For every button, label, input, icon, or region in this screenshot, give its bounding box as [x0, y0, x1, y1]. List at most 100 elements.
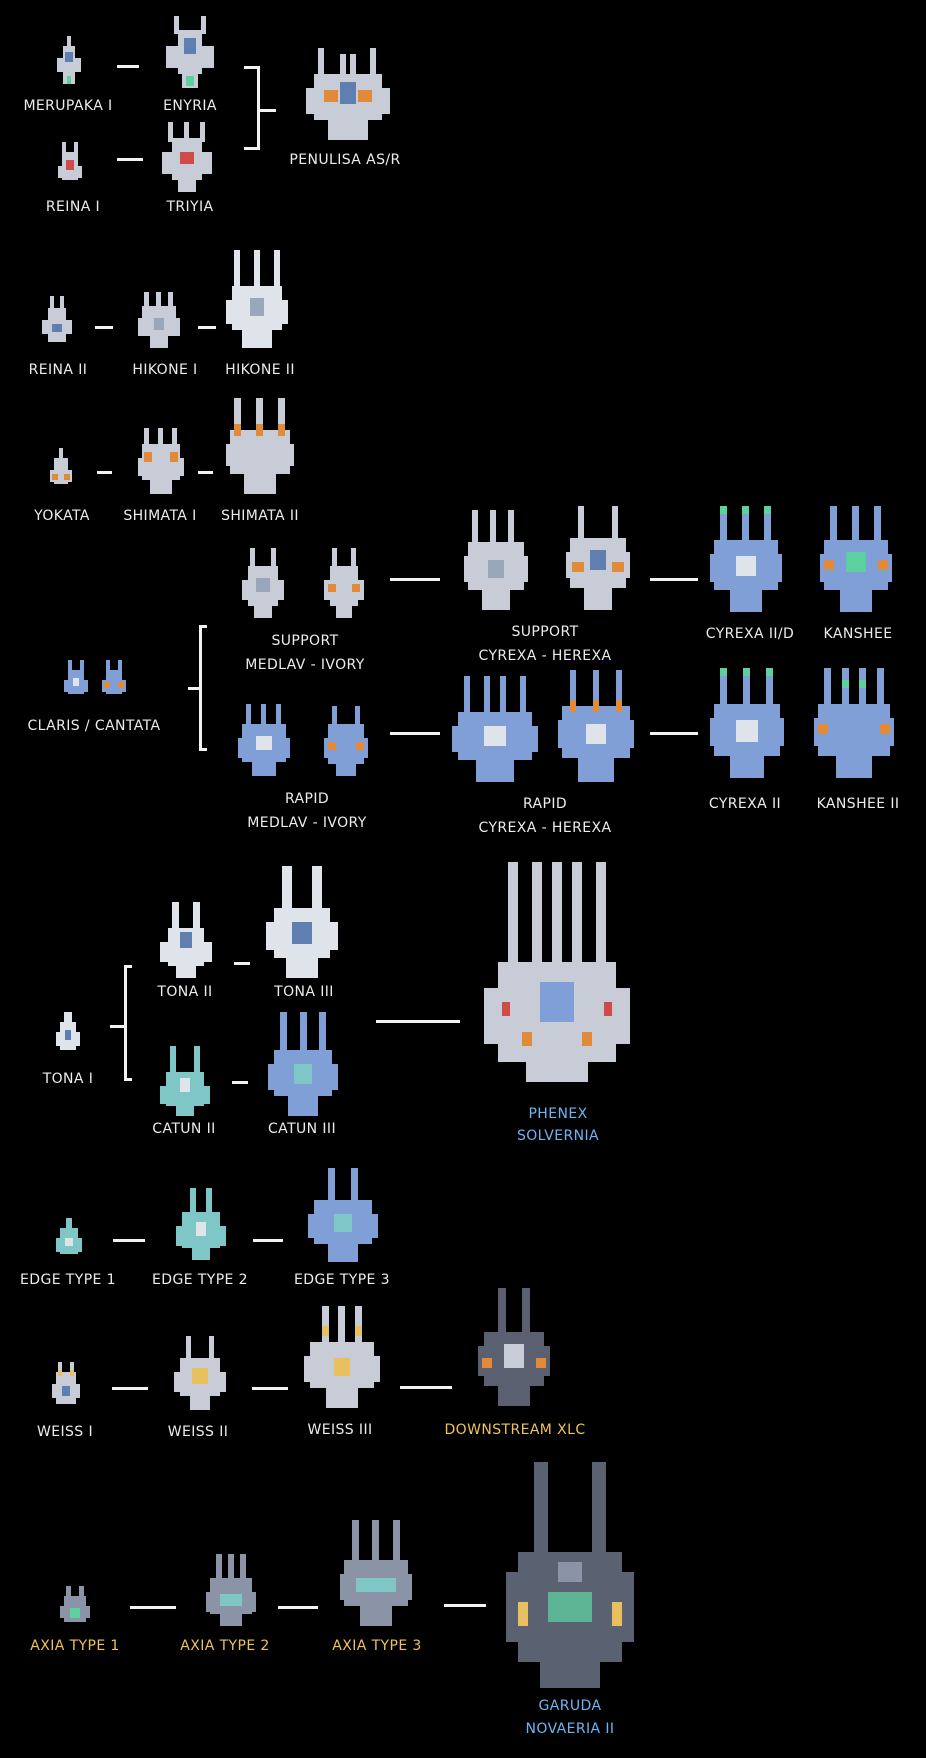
- label-phenex-line2: SOLVERNIA: [516, 1128, 600, 1144]
- label-support-cyrexa-line2: CYREXA - HEREXA: [478, 648, 612, 664]
- connector: [650, 732, 698, 735]
- ship-penulisa-asr: [306, 48, 390, 140]
- label-shimata-1: SHIMATA I: [123, 508, 197, 524]
- label-merupaka-1: MERUPAKA I: [23, 98, 113, 114]
- label-hikone-2: HIKONE II: [225, 362, 295, 378]
- ship-edge-type-3: [308, 1168, 378, 1262]
- ship-shimata-1: [138, 428, 184, 494]
- label-enyria: ENYRIA: [163, 98, 217, 114]
- connector: [130, 1606, 176, 1609]
- label-axia-type-3: AXIA TYPE 3: [332, 1638, 422, 1654]
- bracket: [124, 1078, 132, 1081]
- connector: [252, 1387, 288, 1390]
- connector: [95, 326, 113, 329]
- connector: [376, 1020, 460, 1023]
- bracket: [244, 66, 260, 69]
- bracket: [260, 109, 276, 112]
- connector: [253, 1239, 283, 1242]
- label-rapid-cyrexa-line2: CYREXA - HEREXA: [478, 820, 612, 836]
- label-rapid-medlav-line2: MEDLAV - IVORY: [247, 815, 367, 831]
- label-weiss-2: WEISS II: [167, 1424, 229, 1440]
- connector: [390, 732, 440, 735]
- label-garuda-line1: GARUDA: [538, 1698, 602, 1714]
- connector: [390, 578, 440, 581]
- label-yokata: YOKATA: [34, 508, 90, 524]
- label-axia-type-1: AXIA TYPE 1: [30, 1638, 120, 1654]
- label-tona-3: TONA III: [274, 984, 334, 1000]
- ship-weiss-2: [174, 1336, 226, 1410]
- ship-weiss-3: [304, 1306, 380, 1408]
- label-reina-1: REINA I: [45, 199, 101, 215]
- connector: [278, 1606, 318, 1609]
- ship-axia-type-3: [340, 1520, 412, 1626]
- ship-support-ivory: [324, 548, 364, 618]
- label-weiss-3: WEISS III: [307, 1422, 373, 1438]
- label-shimata-2: SHIMATA II: [221, 508, 299, 524]
- connector: [198, 326, 216, 329]
- ship-kanshee-2: [814, 668, 894, 778]
- ship-reina-2: [42, 296, 72, 342]
- bracket: [199, 748, 207, 751]
- ship-kanshee: [820, 506, 892, 612]
- label-edge-type-3: EDGE TYPE 3: [294, 1272, 390, 1288]
- connector: [232, 1081, 248, 1084]
- label-catun-2: CATUN II: [152, 1121, 216, 1137]
- label-axia-type-2: AXIA TYPE 2: [180, 1638, 270, 1654]
- label-kanshee: KANSHEE: [823, 626, 893, 642]
- ship-support-medlav: [242, 548, 284, 618]
- ship-rapid-cyrexa: [452, 676, 538, 782]
- ship-catun-3: [268, 1012, 338, 1116]
- ship-catun-2: [160, 1046, 210, 1116]
- bracket: [110, 1025, 125, 1028]
- label-rapid-medlav-line1: RAPID: [284, 791, 330, 807]
- connector: [113, 1239, 145, 1242]
- connector: [112, 1387, 148, 1390]
- connector: [234, 962, 250, 965]
- bracket: [124, 965, 127, 1081]
- ship-enyria: [166, 16, 214, 88]
- ship-cyrexa-2d: [710, 506, 782, 612]
- connector: [198, 471, 213, 474]
- label-hikone-1: HIKONE I: [132, 362, 198, 378]
- ship-rapid-herexa: [558, 670, 634, 782]
- ship-tona-3: [266, 866, 338, 978]
- connector: [444, 1604, 486, 1607]
- label-cyrexa-2: CYREXA II: [708, 796, 782, 812]
- ship-reina-1: [58, 142, 82, 180]
- ship-weiss-1: [52, 1362, 80, 1404]
- ship-hikone-2: [226, 250, 288, 348]
- bracket: [199, 625, 207, 628]
- ship-cantata: [102, 660, 126, 694]
- ship-cyrexa-2: [710, 668, 784, 778]
- label-weiss-1: WEISS I: [37, 1424, 93, 1440]
- bracket: [257, 66, 260, 150]
- connector: [97, 471, 112, 474]
- ship-tona-1: [56, 1012, 80, 1050]
- connector: [650, 578, 698, 581]
- ship-edge-type-1: [56, 1218, 82, 1254]
- ship-yokata: [50, 448, 72, 484]
- label-support-medlav-line1: SUPPORT: [271, 633, 339, 649]
- label-claris-cantata: CLARIS / CANTATA: [27, 718, 161, 734]
- bracket: [244, 147, 260, 150]
- ship-support-cyrexa: [464, 510, 528, 610]
- connector: [117, 158, 143, 161]
- label-reina-2: REINA II: [28, 362, 88, 378]
- ship-axia-type-2: [206, 1554, 256, 1626]
- label-kanshee-2: KANSHEE II: [816, 796, 900, 812]
- label-catun-3: CATUN III: [268, 1121, 336, 1137]
- ship-edge-type-2: [176, 1188, 226, 1260]
- ship-triyia: [162, 122, 212, 192]
- label-edge-type-1: EDGE TYPE 1: [20, 1272, 116, 1288]
- ship-axia-type-1: [60, 1586, 90, 1622]
- label-garuda-line2: NOVAERIA II: [525, 1721, 615, 1737]
- label-penulisa-asr: PENULISA AS/R: [289, 152, 401, 168]
- ship-garuda-novaeria-2: [506, 1462, 634, 1688]
- label-support-medlav-line2: MEDLAV - IVORY: [245, 657, 365, 673]
- connector: [117, 65, 139, 68]
- ship-claris: [64, 660, 88, 694]
- ship-downstream-xlc: [478, 1288, 550, 1406]
- ship-support-herexa: [566, 506, 630, 610]
- ship-shimata-2: [226, 398, 294, 494]
- label-rapid-cyrexa-line1: RAPID: [522, 796, 568, 812]
